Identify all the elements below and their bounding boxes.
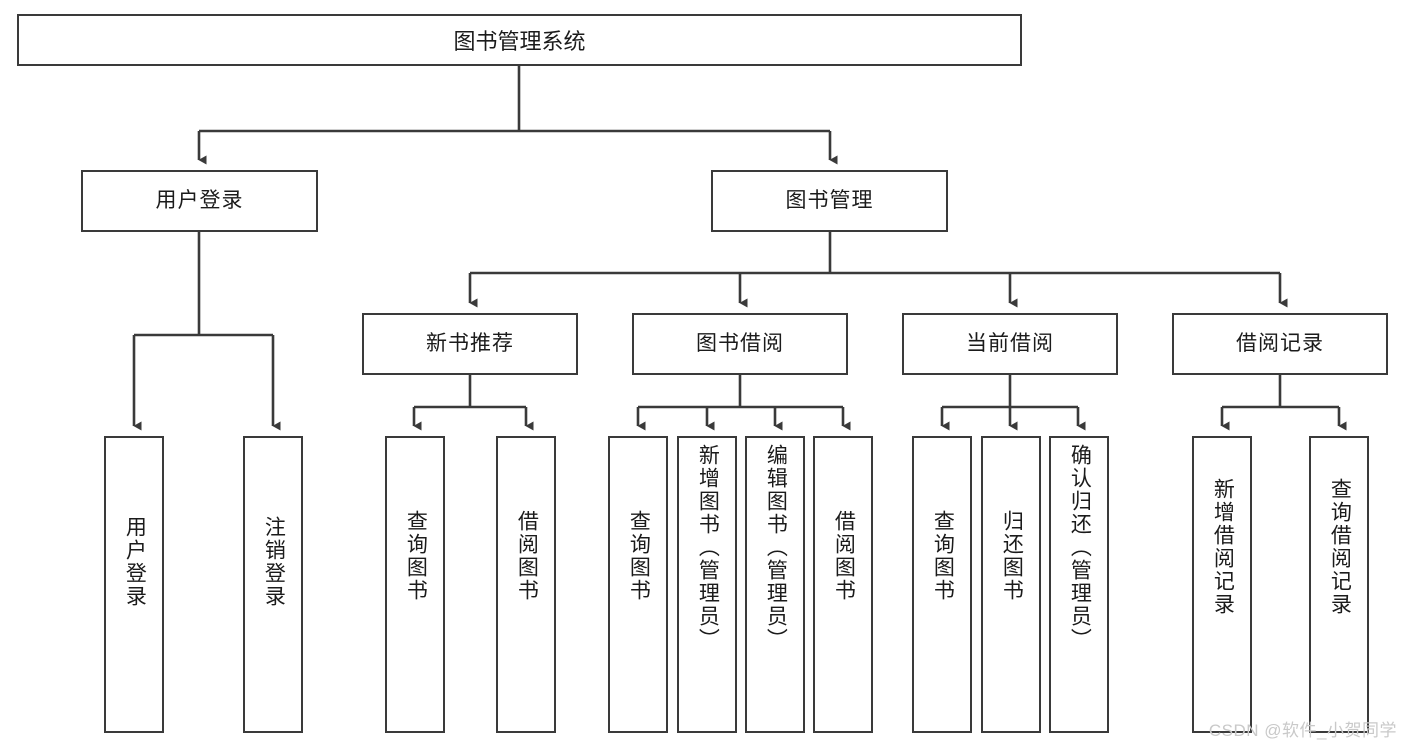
leaf-label: 新增图书（管理员）	[696, 444, 720, 651]
leaf-borrow-book-recommend[interactable]: 借阅图书	[496, 436, 556, 733]
leaf-label: 查询图书	[404, 510, 428, 602]
leaf-label: 编辑图书（管理员）	[764, 444, 788, 651]
node-new-book-recommend[interactable]: 新书推荐	[362, 313, 578, 375]
leaf-query-borrow-record[interactable]: 查询借阅记录	[1309, 436, 1369, 733]
node-book-borrow[interactable]: 图书借阅	[632, 313, 848, 375]
leaf-return-book[interactable]: 归还图书	[981, 436, 1041, 733]
leaf-label: 借阅图书	[515, 510, 539, 602]
node-label: 借阅记录	[1236, 332, 1324, 356]
node-label: 图书管理系统	[453, 29, 586, 54]
node-user-login[interactable]: 用户登录	[81, 170, 318, 232]
leaf-add-borrow-record[interactable]: 新增借阅记录	[1192, 436, 1252, 733]
leaf-label: 新增借阅记录	[1211, 478, 1235, 616]
leaf-edit-book-admin[interactable]: 编辑图书（管理员）	[745, 436, 805, 733]
leaf-query-book-recommend[interactable]: 查询图书	[385, 436, 445, 733]
leaf-query-book-borrow[interactable]: 查询图书	[608, 436, 668, 733]
node-current-borrow[interactable]: 当前借阅	[902, 313, 1118, 375]
node-book-management[interactable]: 图书管理	[711, 170, 948, 232]
leaf-user-login[interactable]: 用户登录	[104, 436, 164, 733]
leaf-label: 查询图书	[627, 510, 651, 602]
leaf-borrow-book[interactable]: 借阅图书	[813, 436, 873, 733]
node-label: 新书推荐	[426, 332, 514, 356]
node-label: 图书管理	[785, 189, 874, 213]
leaf-label: 查询图书	[931, 510, 955, 602]
node-label: 用户登录	[155, 189, 244, 213]
leaf-confirm-return-admin[interactable]: 确认归还（管理员）	[1049, 436, 1109, 733]
node-root-system[interactable]: 图书管理系统	[17, 14, 1022, 66]
node-borrow-record[interactable]: 借阅记录	[1172, 313, 1388, 375]
leaf-label: 查询借阅记录	[1328, 478, 1352, 616]
leaf-add-book-admin[interactable]: 新增图书（管理员）	[677, 436, 737, 733]
node-label: 图书借阅	[696, 332, 784, 356]
leaf-label: 注销登录	[262, 516, 286, 608]
leaf-logout[interactable]: 注销登录	[243, 436, 303, 733]
leaf-label: 借阅图书	[832, 510, 856, 602]
node-label: 当前借阅	[966, 332, 1054, 356]
leaf-label: 归还图书	[1000, 510, 1024, 602]
leaf-query-book-current[interactable]: 查询图书	[912, 436, 972, 733]
leaf-label: 用户登录	[123, 516, 147, 608]
leaf-label: 确认归还（管理员）	[1068, 444, 1092, 651]
csdn-watermark: CSDN @软件_小贺同学	[1208, 721, 1397, 740]
